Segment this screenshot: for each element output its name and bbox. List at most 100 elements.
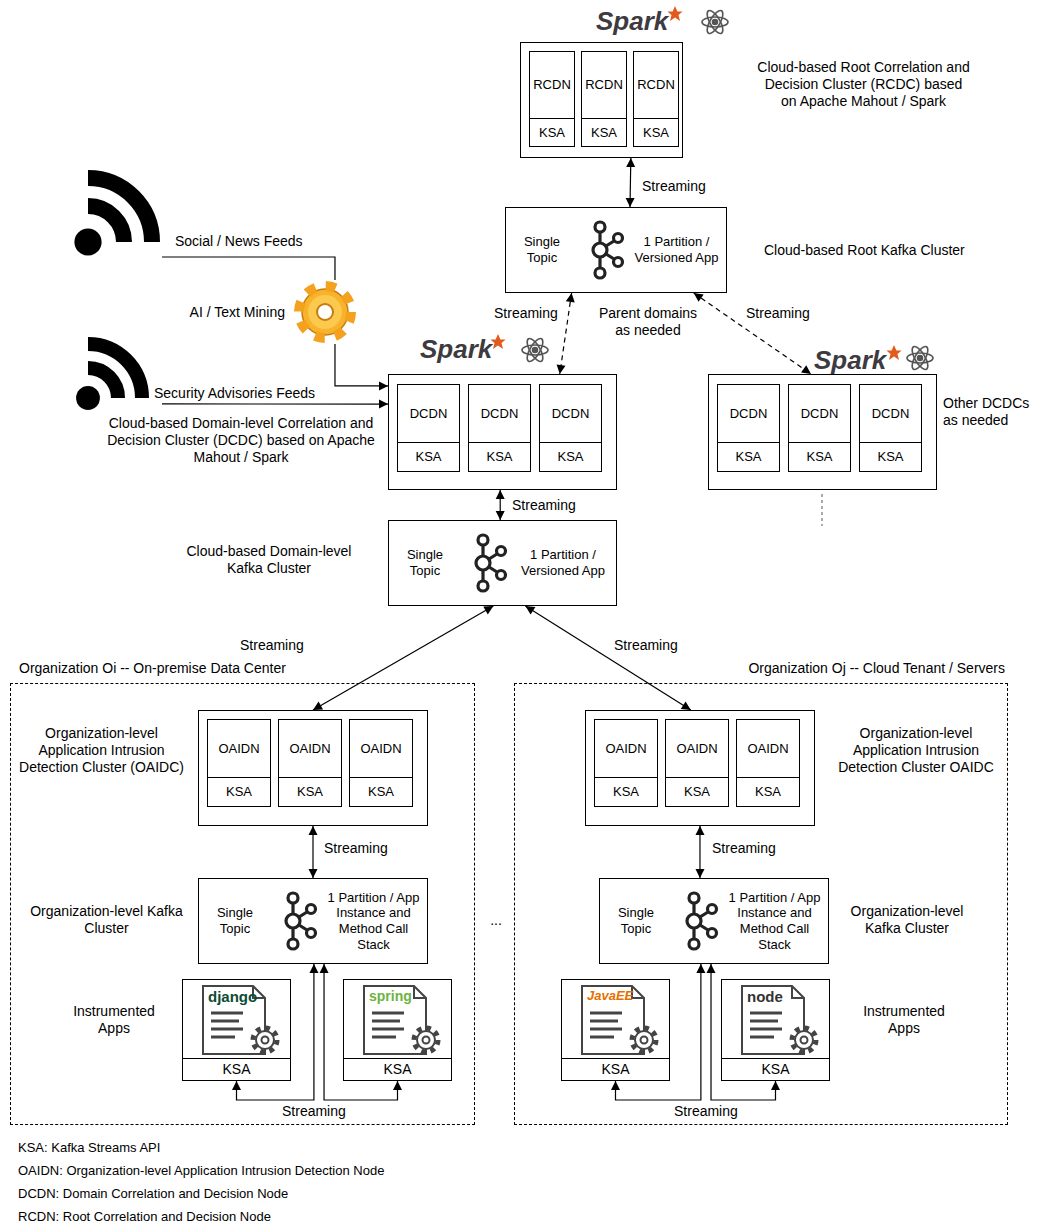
connector-line (525, 606, 690, 710)
edge-label: Streaming (744, 305, 812, 322)
arrow-head (525, 606, 535, 615)
rss-icon (72, 330, 162, 415)
arrow-head (379, 381, 388, 390)
arrow-head (696, 964, 705, 973)
box-node: Other DCDCs as neededDCDNKSADCDNKSADCDNK… (708, 374, 937, 490)
annotation: ... (484, 912, 508, 929)
framework-logo: node (747, 988, 783, 1005)
annotation: Instrumented Apps (848, 1003, 960, 1037)
ksa-label: KSA (530, 118, 574, 146)
arrow-head (681, 701, 691, 710)
connector-line (162, 257, 335, 280)
ksa-label: KSA (722, 1058, 829, 1080)
ksa-label: KSA (718, 442, 779, 471)
gear-icon (293, 280, 357, 344)
connector-line (694, 293, 811, 374)
rss-icon (72, 145, 162, 260)
cell-node: RCDNKSA (581, 51, 627, 147)
arrow-head (694, 293, 704, 302)
box-node: Organization-level Application Intrusion… (198, 710, 428, 826)
cluster-label: Organization-level Application Intrusion… (830, 725, 1002, 775)
connector (626, 158, 636, 207)
kafka-node: Single Topic1 Partition / App Instance a… (599, 878, 829, 964)
region-node: Organization Oj -- Cloud Tenant / Server… (514, 683, 1008, 1125)
app-node: nodeKSA (721, 979, 830, 1081)
node-name: OAIDN (350, 720, 412, 777)
connector (313, 606, 493, 710)
arrow-head (393, 1081, 402, 1090)
ksa-label: KSA (582, 118, 626, 146)
arrow-head (313, 702, 323, 710)
node-name: RCDN (582, 52, 626, 118)
app-node: djangoKSA (182, 979, 291, 1081)
cell-node: OAIDNKSA (207, 719, 271, 807)
framework-logo: JavaEE (587, 988, 633, 1003)
node-name: DCDN (718, 385, 779, 442)
ksa-label: KSA (595, 777, 657, 806)
ksa-label: KSA (860, 442, 921, 471)
topic-label: Single Topic (203, 879, 267, 963)
node-name: OAIDN (737, 720, 799, 777)
cell-node: OAIDNKSA (278, 719, 342, 807)
cell-node: OAIDNKSA (736, 719, 800, 807)
cluster-label: Cloud-based Root Correlation and Decisio… (756, 59, 971, 109)
arrow-head (771, 1081, 780, 1090)
kafka-logo (672, 890, 720, 952)
node-name: OAIDN (595, 720, 657, 777)
arrow-head (232, 1081, 241, 1090)
edge-label: Streaming (492, 305, 560, 322)
rss-node: Social / News Feeds (72, 145, 162, 260)
ksa-label: KSA (540, 442, 601, 471)
legend-text: DCDN: Domain Correlation and Decision No… (18, 1186, 918, 1202)
legend-text: OAIDN: Organization-level Application In… (18, 1163, 918, 1179)
connector (309, 826, 318, 878)
cell-node: OAIDNKSA (349, 719, 413, 807)
topic-label: Single Topic (604, 879, 668, 963)
annotation: Parent domains as needed (596, 305, 700, 339)
connector (335, 344, 388, 390)
cluster-label: Organization-level Kafka Cluster (832, 903, 982, 937)
kafka-node: Single Topic1 Partition / Versioned AppC… (505, 207, 727, 293)
cluster-label: Organization-level Kafka Cluster (24, 903, 189, 937)
framework-logo: django (208, 988, 257, 1005)
ksa-label: KSA (208, 777, 270, 806)
partition-label: 1 Partition / App Instance and Method Ca… (323, 879, 424, 963)
cluster-label: Cloud-based Root Kafka Cluster (764, 242, 1024, 259)
arrow-head (626, 158, 635, 167)
connector-line (162, 403, 388, 404)
arrow-head (496, 490, 505, 499)
ksa-label: KSA (344, 1058, 451, 1080)
arrow-head (566, 293, 575, 303)
node-name: DCDN (540, 385, 601, 442)
cell-node: DCDNKSA (397, 384, 460, 472)
edge-label: Streaming (238, 637, 306, 654)
connector (525, 606, 690, 710)
cluster-label: Other DCDCs as needed (943, 395, 1035, 429)
arrow-head (695, 826, 704, 835)
connector (162, 257, 335, 280)
box-node: Cloud-based Root Correlation and Decisio… (520, 42, 683, 158)
arrow-head (557, 364, 566, 374)
arrow-head (309, 964, 318, 973)
legend-text: RCDN: Root Correlation and Decision Node (18, 1209, 918, 1225)
connector (694, 293, 811, 374)
edge-label: Streaming (640, 178, 708, 195)
connector (695, 826, 704, 878)
node-name: RCDN (530, 52, 574, 118)
node-name: DCDN (860, 385, 921, 442)
arrow-head (483, 606, 493, 614)
edge-label: Streaming (280, 1103, 348, 1120)
arrow-head (309, 869, 318, 878)
ksa-label: KSA (634, 118, 678, 146)
cluster-label: Social / News Feeds (175, 233, 335, 250)
topic-label: Single Topic (393, 521, 457, 605)
arrow-head (695, 869, 704, 878)
edge-label: Streaming (672, 1103, 740, 1120)
arrow-head (496, 511, 505, 520)
node-name: OAIDN (279, 720, 341, 777)
logo-text: Spark (814, 345, 886, 376)
kafka-logo (578, 219, 626, 281)
ksa-label: KSA (666, 777, 728, 806)
arrow-head (379, 400, 388, 409)
